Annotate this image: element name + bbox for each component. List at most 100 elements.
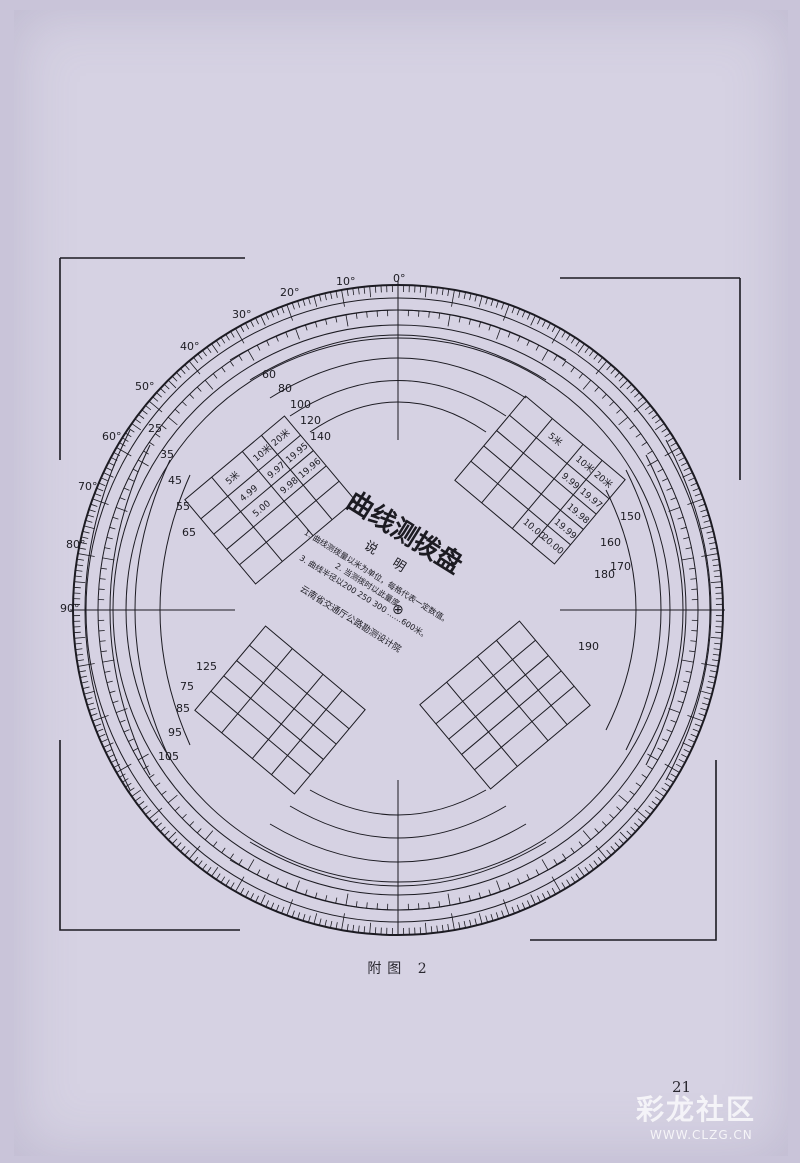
scale-tick xyxy=(701,514,709,518)
scale-tick xyxy=(74,581,86,584)
scale-tick xyxy=(496,327,501,340)
scale-tick xyxy=(188,360,201,375)
scale-tick xyxy=(451,289,455,307)
scale-tick xyxy=(297,912,301,920)
scale-tick xyxy=(335,316,338,323)
scale-tick xyxy=(152,396,159,402)
scale-tick xyxy=(683,680,690,683)
scale-tick xyxy=(99,640,106,642)
scale-tick xyxy=(291,910,295,918)
scale-tick xyxy=(137,753,149,761)
scale-tick xyxy=(220,337,226,344)
scale-tick xyxy=(238,859,243,865)
radius-label: 60 xyxy=(262,368,276,381)
scale-tick xyxy=(551,325,556,333)
scale-tick xyxy=(196,828,202,834)
scale-tick xyxy=(634,822,640,828)
scale-tick xyxy=(275,308,280,316)
scale-tick xyxy=(495,912,499,920)
scale-tick xyxy=(667,437,674,442)
scale-tick xyxy=(537,895,541,903)
scale-tick xyxy=(108,462,115,466)
scale-tick xyxy=(266,874,270,880)
scale-tick xyxy=(302,299,306,307)
scale-tick xyxy=(582,379,592,390)
scale-tick xyxy=(167,379,177,389)
scale-tick xyxy=(197,860,203,867)
scale-tick xyxy=(438,312,441,319)
scale-tick xyxy=(119,442,126,447)
scale-tick xyxy=(610,846,616,852)
scale-tick xyxy=(75,648,83,651)
scale-tick xyxy=(81,536,89,539)
scale-tick xyxy=(601,821,607,827)
scale-tick xyxy=(710,670,718,673)
scale-tick xyxy=(616,806,622,812)
scale-tick xyxy=(245,322,250,330)
scale-tick xyxy=(635,782,641,787)
scale-tick xyxy=(174,806,180,812)
scale-tick xyxy=(149,441,155,446)
scale-tick xyxy=(85,520,93,523)
degree-label: 80° xyxy=(66,538,86,551)
scale-tick xyxy=(160,388,166,394)
scale-tick xyxy=(189,821,195,827)
scale-tick xyxy=(100,567,107,570)
side-label: 95 xyxy=(168,726,182,739)
scale-tick xyxy=(235,328,245,344)
scale-tick xyxy=(128,738,134,742)
scale-tick xyxy=(714,575,722,578)
scale-tick xyxy=(184,849,190,856)
scale-tick xyxy=(683,467,691,471)
scale-tick xyxy=(458,922,461,930)
scale-tick xyxy=(363,926,366,934)
scale-tick xyxy=(85,697,93,700)
scale-tick xyxy=(690,482,698,487)
scale-tick xyxy=(167,416,178,426)
scale-tick xyxy=(161,790,167,796)
scale-tick xyxy=(369,922,372,934)
scale-tick xyxy=(100,738,108,743)
scale-tick xyxy=(424,286,427,298)
side-label: 125 xyxy=(196,660,217,673)
scale-tick xyxy=(285,882,289,889)
scale-tick xyxy=(468,895,471,902)
scale-tick xyxy=(275,335,279,342)
scale-tick xyxy=(683,749,691,753)
scale-tick xyxy=(137,459,149,467)
scale-tick xyxy=(266,340,270,346)
scale-tick xyxy=(335,897,338,904)
scale-tick xyxy=(707,536,715,539)
scale-tick xyxy=(106,680,113,683)
scale-tick xyxy=(109,690,116,694)
scale-tick xyxy=(77,663,95,667)
scale-tick xyxy=(155,782,161,787)
radius-label: 150 xyxy=(620,510,641,523)
scale-tick xyxy=(474,294,478,302)
scale-tick xyxy=(541,349,549,361)
scale-tick xyxy=(701,702,709,706)
scale-tick xyxy=(708,542,716,545)
scale-tick xyxy=(88,509,96,513)
scale-tick xyxy=(593,353,599,360)
scale-tick xyxy=(706,686,714,690)
scale-tick xyxy=(701,690,713,695)
side-label: 35 xyxy=(160,448,174,461)
scale-tick xyxy=(710,581,722,584)
scale-tick xyxy=(235,876,245,892)
side-label: 85 xyxy=(176,702,190,715)
scale-tick xyxy=(562,361,567,367)
scale-tick xyxy=(270,902,275,910)
scale-tick xyxy=(156,822,162,828)
scale-tick xyxy=(138,801,145,806)
scale-tick xyxy=(352,924,355,932)
scale-tick xyxy=(575,340,581,347)
scale-tick xyxy=(706,530,714,534)
scale-tick xyxy=(163,830,170,837)
scale-tick xyxy=(562,853,567,859)
scale-tick xyxy=(83,690,95,695)
scale-tick xyxy=(81,681,89,684)
scale-tick xyxy=(589,863,594,870)
scale-tick xyxy=(690,640,697,642)
scale-tick xyxy=(355,312,358,319)
